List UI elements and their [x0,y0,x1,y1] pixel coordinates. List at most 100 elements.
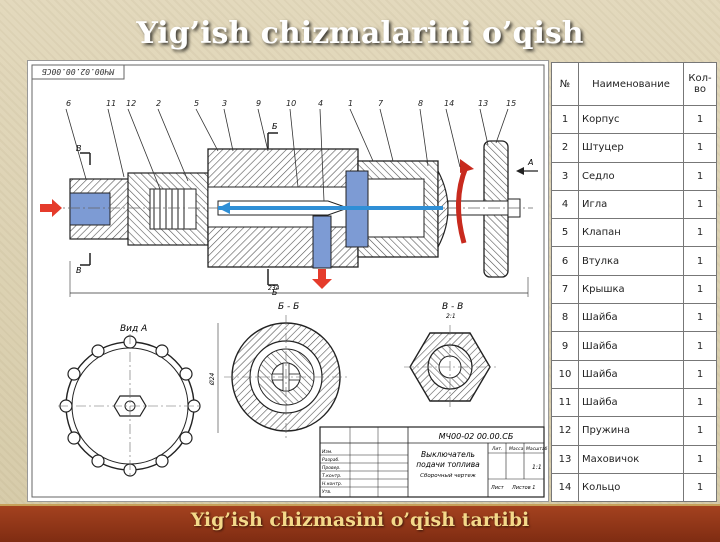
title-block-col-label: Масштаб [526,446,548,452]
title-block-row-label: Утв. [322,489,331,495]
cell-qty: 1 [683,331,717,361]
section-bb-label: Б - Б [278,302,299,312]
cell-name: Штуцер [578,133,684,163]
stamp-box [31,64,125,80]
handwheel-notches [59,335,201,477]
cell-name: Игла [578,189,684,220]
section-bb: Б - Б Ø24 [209,302,348,439]
part-number-label: 6 [66,99,71,108]
part-number-label: 12 [126,99,136,108]
cell-name: Шайба [578,359,684,389]
cell-num: 4 [551,189,579,220]
stamp-text: МЧ00.02.00.00СБ [42,67,115,76]
title-block-row-label: Т.контр. [322,473,342,479]
part-number-label: 15 [506,99,516,108]
cell-name: Пружина [578,416,684,446]
title-block-sheet: Лист [490,485,505,491]
cell-name: Шайба [578,303,684,333]
section-mark-v-top [80,152,91,165]
cell-qty: 1 [683,133,717,163]
part-number-label: 10 [286,99,296,108]
part-number-label: 8 [418,99,423,108]
title-block: МЧ00-02 00.00.СБ Выключатель подачи топл… [319,426,548,498]
inlet-channel [69,192,111,226]
section-vv-label: В - В [442,302,463,312]
part-number-label: 5 [194,99,199,108]
title-block-frame [319,426,545,498]
cell-qty: 1 [683,359,717,389]
cell-num: 7 [551,274,579,305]
inlet-arrow [40,199,62,217]
cell-name: Корпус [578,104,684,135]
cell-name: Клапан [578,218,684,248]
part-number-label: 4 [318,99,323,108]
cell-num: 3 [551,161,579,191]
slide-title: Yig’ish chizmalarini o’qish [136,16,584,51]
cell-qty: 1 [683,387,717,418]
cell-num: 14 [551,472,579,503]
rotation-arrow [455,166,469,244]
footer-caption: Yig’ish chizmasini o’qish tartibi [190,509,530,531]
section-mark-v-bottom [80,253,91,266]
cell-num: 12 [551,416,579,446]
section-label: А [527,158,533,167]
cell-qty: 1 [683,104,717,135]
cell-num: 2 [551,133,579,163]
part-number-label: 7 [378,99,384,108]
view-a-arrow-head [516,167,524,175]
leader-lines [65,108,509,202]
part-number-label: 14 [444,99,454,108]
header-qty: Кол-во [683,62,717,106]
main-section-view: 6 11 12 2 5 3 9 10 4 1 7 8 14 13 15 Б Б … [40,99,538,297]
section-vv-scale: 2:1 [446,313,456,320]
cell-qty: 1 [683,416,717,446]
part-number-label: 1 [348,99,353,108]
title-block-doc-type: Сборочный чертеж [420,473,476,479]
spring-chamber [149,188,197,230]
section-mark-b-top [267,132,278,149]
part-number-label: 2 [156,99,161,108]
cell-num: 5 [551,218,579,248]
cell-name: Шайба [578,387,684,418]
rotation-arrow-head [460,159,474,173]
cell-name: Кольцо [578,472,684,503]
part-number-label: 9 [256,99,261,108]
title-block-scale: 1:1 [532,464,542,471]
cell-num: 10 [551,359,579,389]
outlet-arrow [312,269,332,289]
cell-qty: 1 [683,303,717,333]
cell-name: Седло [578,161,684,191]
cell-name: Маховичок [578,444,684,474]
cell-name: Шайба [578,331,684,361]
title-block-row-label: Провер. [322,465,341,471]
cell-qty: 1 [683,218,717,248]
part-number-label: 3 [222,99,227,108]
cell-qty: 1 [683,274,717,305]
flow-arrow-head [218,202,230,214]
section-label: Б [272,122,278,131]
section-label: Б [272,288,278,297]
cell-num: 13 [551,444,579,474]
cell-qty: 1 [683,189,717,220]
cell-num: 9 [551,331,579,361]
part-number-label: 13 [478,99,488,108]
view-a: Вид А [58,324,202,478]
drawing-canvas: МЧ00.02.00.00СБ [31,64,548,498]
footer-bar [0,504,720,542]
title-block-row-label: Разраб. [322,457,340,463]
section-bb-dimension: Ø24 [209,372,216,386]
view-a-label: Вид А [120,324,147,334]
title-block-name: подачи топлива [416,460,480,469]
cell-qty: 1 [683,161,717,191]
cell-num: 6 [551,246,579,276]
